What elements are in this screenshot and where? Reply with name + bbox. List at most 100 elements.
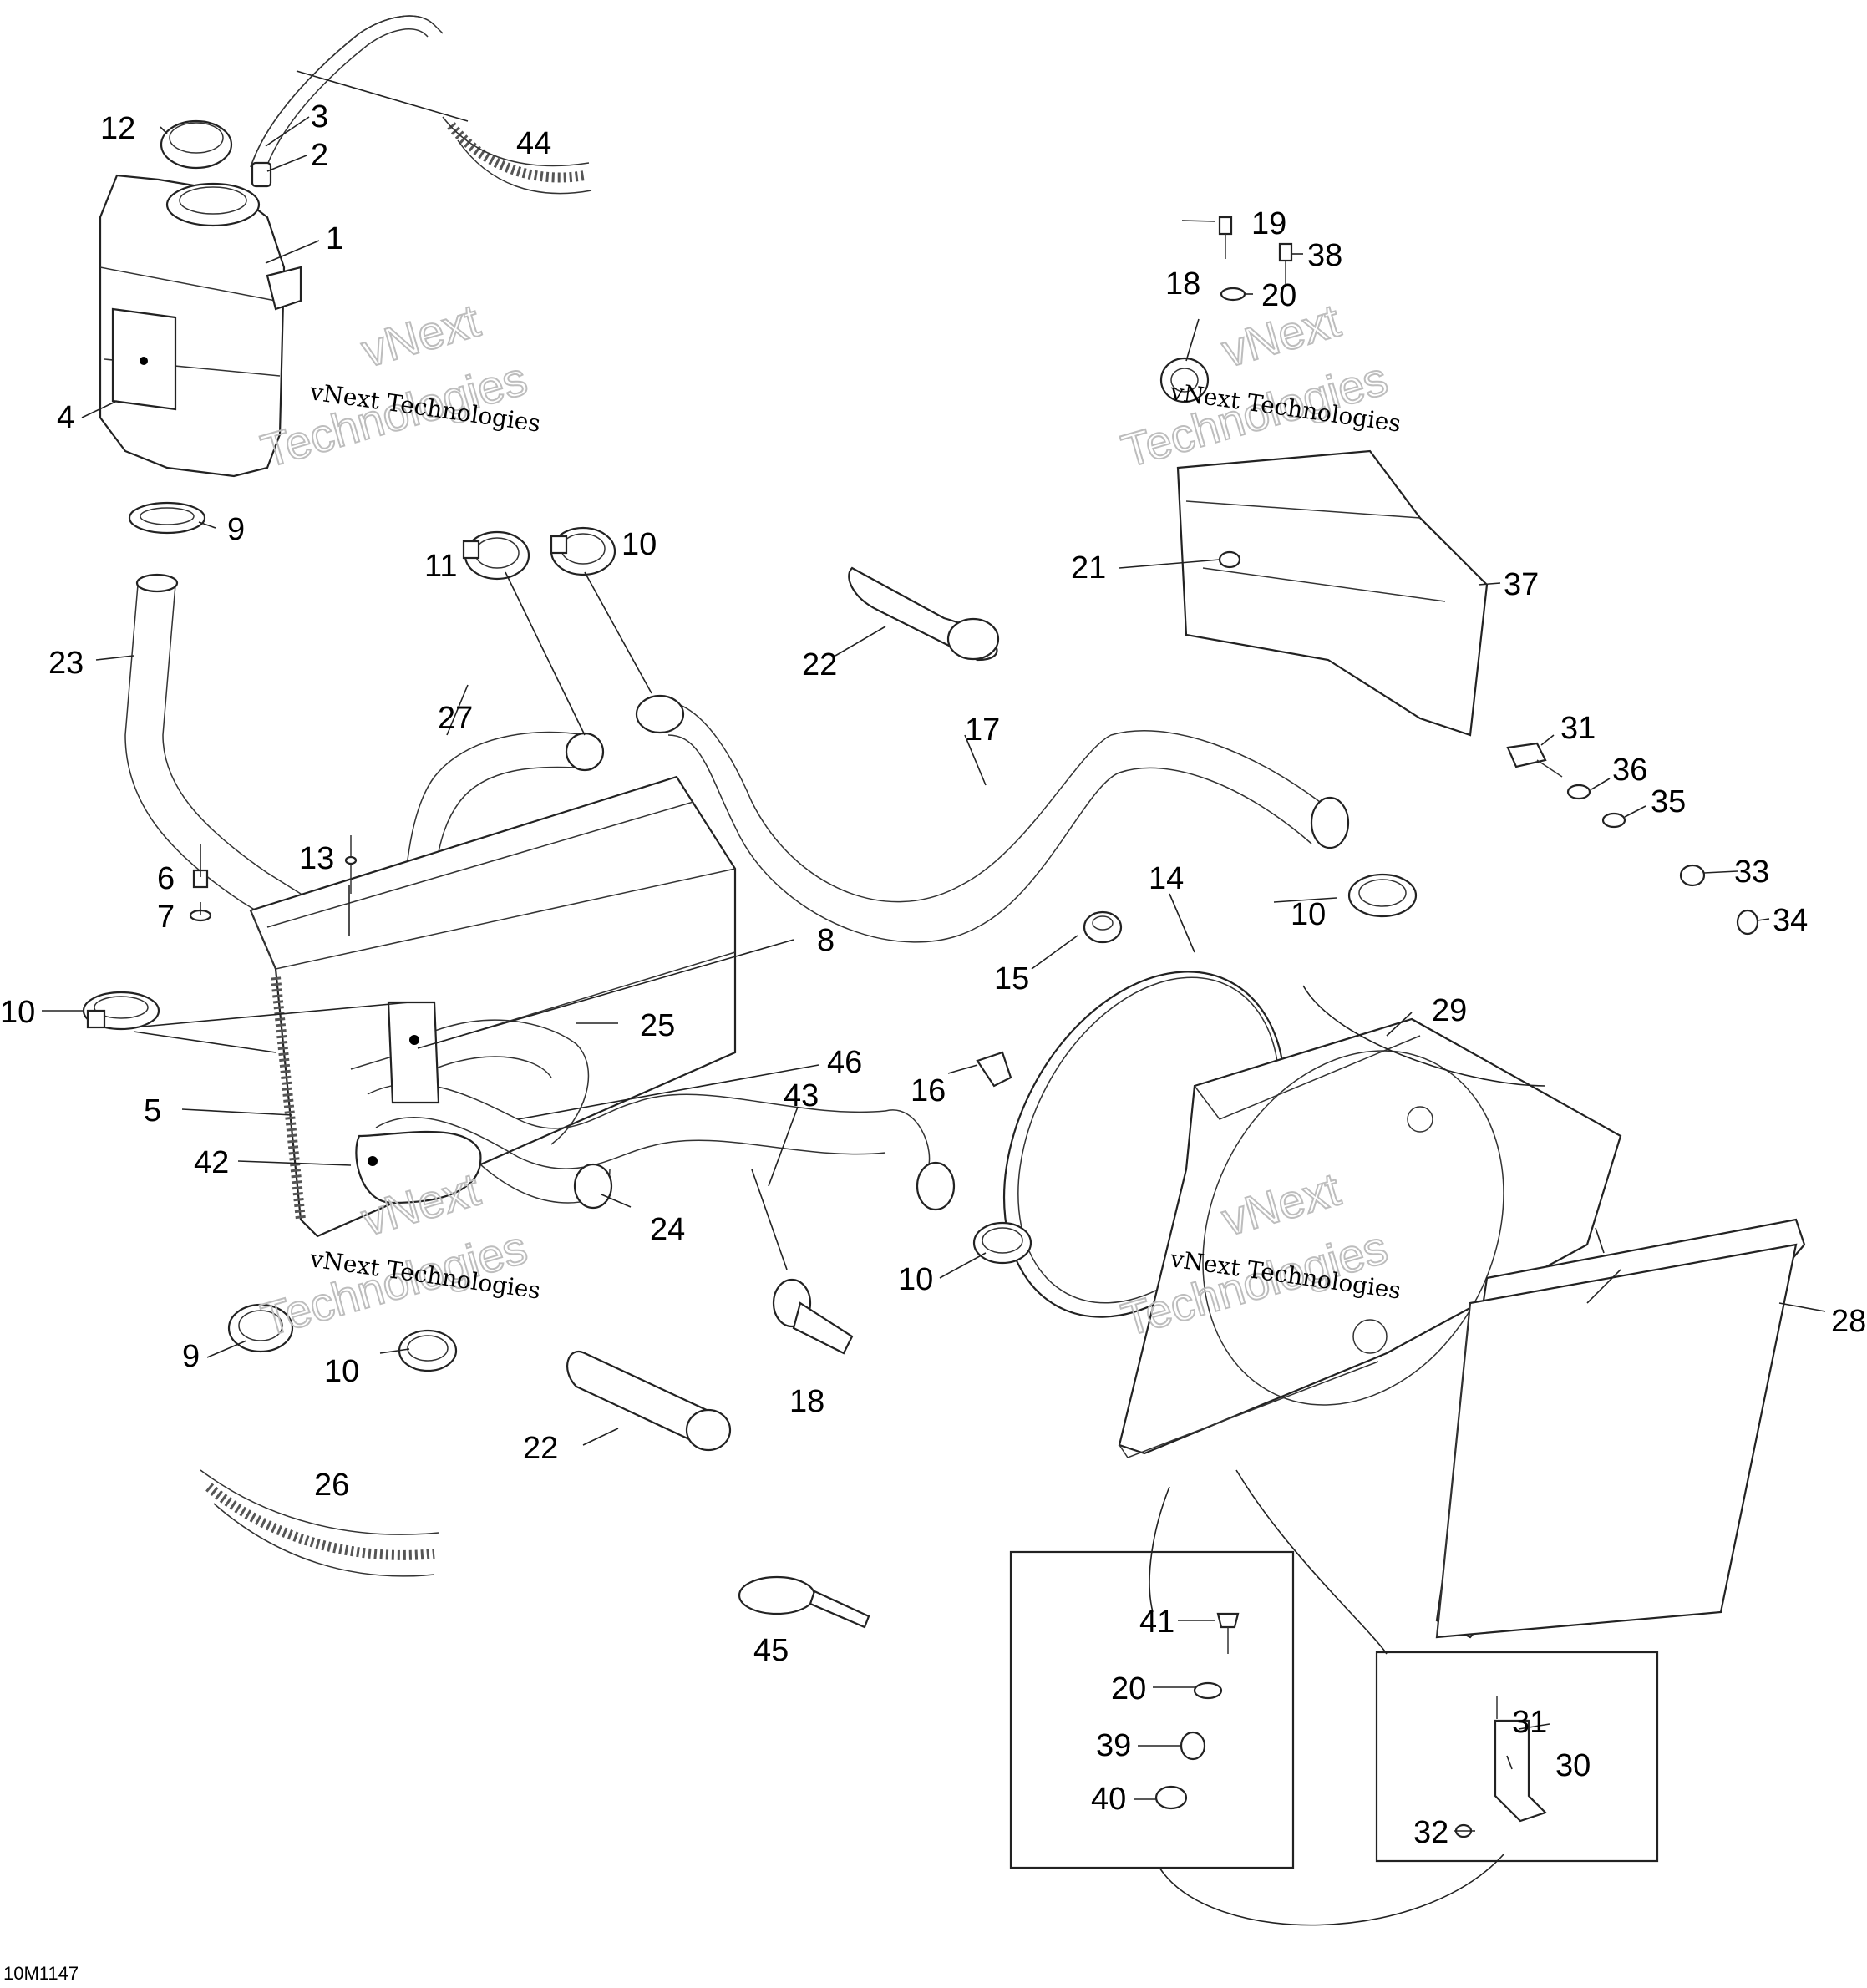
callout-30: 30 bbox=[1555, 1748, 1591, 1783]
callout-31-box: 31 bbox=[1512, 1705, 1547, 1740]
callout-31-top: 31 bbox=[1560, 711, 1596, 746]
callout-18-top: 18 bbox=[1165, 266, 1200, 302]
part-connector-8 bbox=[387, 1001, 440, 1104]
part-bolt-19 bbox=[1218, 216, 1233, 259]
callout-35: 35 bbox=[1651, 784, 1686, 819]
callout-10-left: 10 bbox=[0, 995, 35, 1030]
svg-text:vNext: vNext bbox=[356, 293, 485, 377]
callout-11: 11 bbox=[424, 549, 457, 584]
callout-46: 46 bbox=[827, 1045, 862, 1080]
callout-23: 23 bbox=[48, 646, 84, 681]
callout-8: 8 bbox=[817, 923, 835, 958]
part-hose-clamp-10-mid bbox=[972, 1221, 1032, 1265]
callout-44: 44 bbox=[516, 126, 551, 161]
part-bracket-16 bbox=[976, 1051, 1012, 1088]
callout-37: 37 bbox=[1504, 567, 1539, 602]
callout-24: 24 bbox=[650, 1212, 685, 1247]
callout-26: 26 bbox=[314, 1468, 349, 1503]
part-hose-clamp-9-top bbox=[128, 501, 206, 535]
detail-box-fasteners bbox=[1009, 1550, 1295, 1869]
part-nut-33 bbox=[1679, 864, 1706, 887]
callout-40: 40 bbox=[1091, 1782, 1126, 1817]
part-hose-clamp-10-right bbox=[1347, 873, 1418, 918]
part-hose-clamp-10-top bbox=[550, 526, 616, 576]
callout-6: 6 bbox=[157, 861, 175, 896]
callout-10-mid: 10 bbox=[898, 1262, 933, 1297]
part-bolt-13 bbox=[344, 835, 358, 894]
callout-27: 27 bbox=[438, 701, 473, 736]
callout-39: 39 bbox=[1096, 1728, 1131, 1763]
callout-32: 32 bbox=[1413, 1815, 1448, 1850]
part-sleeve-22-low bbox=[566, 1351, 732, 1452]
callout-29: 29 bbox=[1432, 993, 1467, 1028]
callout-1: 1 bbox=[326, 221, 343, 256]
part-cap-34 bbox=[1736, 909, 1759, 936]
callout-2: 2 bbox=[311, 138, 328, 173]
part-washer-36 bbox=[1566, 784, 1591, 800]
part-hose-cluster bbox=[355, 1019, 956, 1211]
callout-28: 28 bbox=[1831, 1304, 1866, 1339]
callout-19: 19 bbox=[1251, 206, 1286, 241]
callout-22-top: 22 bbox=[802, 647, 837, 682]
callout-13: 13 bbox=[299, 841, 334, 876]
callout-33: 33 bbox=[1734, 855, 1769, 890]
callout-labels: 1 2 3 4 5 6 7 8 9 9 10 10 10 10 10 11 12… bbox=[0, 99, 1866, 1850]
part-small-clamp bbox=[251, 161, 272, 188]
callout-7: 7 bbox=[157, 900, 175, 935]
part-washer-20-top bbox=[1220, 287, 1246, 302]
callout-16: 16 bbox=[911, 1073, 946, 1108]
callout-10-right: 10 bbox=[1291, 897, 1326, 932]
part-radiator-28 bbox=[1435, 1218, 1806, 1639]
part-clip-18-low bbox=[772, 1278, 854, 1355]
callout-4: 4 bbox=[57, 400, 74, 435]
callout-9-top: 9 bbox=[227, 512, 245, 547]
callout-9-low: 9 bbox=[182, 1339, 200, 1374]
part-washer-35 bbox=[1601, 812, 1626, 829]
part-bolt-38 bbox=[1278, 242, 1293, 284]
part-corrugated-hose-44 bbox=[442, 116, 592, 195]
part-pressure-cap bbox=[160, 119, 233, 170]
callout-20-box: 20 bbox=[1111, 1671, 1146, 1707]
part-nut-21 bbox=[1218, 550, 1241, 569]
part-hose-clamp-10-low bbox=[398, 1329, 458, 1372]
callout-10-low: 10 bbox=[324, 1354, 359, 1389]
part-bracket-37 bbox=[1176, 449, 1489, 737]
detail-box-bracket bbox=[1375, 1651, 1659, 1863]
leader-lines bbox=[42, 116, 1826, 1926]
callout-25: 25 bbox=[640, 1008, 675, 1043]
callout-45: 45 bbox=[753, 1633, 789, 1668]
part-hose-23 bbox=[124, 573, 368, 970]
callout-43: 43 bbox=[784, 1078, 819, 1113]
callout-21: 21 bbox=[1071, 550, 1106, 586]
callout-14: 14 bbox=[1149, 861, 1184, 896]
callout-38: 38 bbox=[1307, 238, 1342, 273]
callout-42: 42 bbox=[194, 1145, 229, 1180]
callout-18-low: 18 bbox=[789, 1384, 824, 1419]
part-bolt-31 bbox=[1506, 742, 1563, 778]
watermark-top-left: vNext Technologies vNext Technologies bbox=[255, 292, 542, 478]
callout-20-top: 20 bbox=[1261, 278, 1296, 313]
part-coolant-reservoir bbox=[99, 174, 302, 478]
part-hose-clamp-9-low bbox=[227, 1303, 294, 1353]
callout-22-low: 22 bbox=[523, 1431, 558, 1466]
callout-36: 36 bbox=[1612, 753, 1647, 788]
part-hose-17 bbox=[635, 694, 1350, 943]
figure-code: 10M1147 bbox=[3, 1963, 79, 1984]
callout-10-top: 10 bbox=[621, 527, 657, 562]
part-corrugated-hose-26 bbox=[200, 1469, 439, 1577]
watermark-top-right: vNext Technologies vNext Technologies bbox=[1115, 292, 1403, 478]
callout-3: 3 bbox=[311, 99, 328, 134]
part-hose-clamp-11 bbox=[462, 530, 530, 581]
part-fan-shroud-29 bbox=[1118, 1017, 1622, 1458]
callout-17: 17 bbox=[965, 713, 1000, 748]
callout-41: 41 bbox=[1139, 1605, 1174, 1640]
part-clip-18-top bbox=[1159, 357, 1210, 403]
callout-12: 12 bbox=[100, 111, 135, 146]
callout-15: 15 bbox=[994, 961, 1029, 997]
part-grommet-15 bbox=[1083, 910, 1123, 944]
part-hose-clamp-10-left bbox=[82, 991, 160, 1031]
part-cable-tie-45 bbox=[738, 1575, 870, 1629]
part-sleeve-22-top bbox=[848, 566, 1000, 662]
part-overflow-hose bbox=[250, 15, 469, 175]
